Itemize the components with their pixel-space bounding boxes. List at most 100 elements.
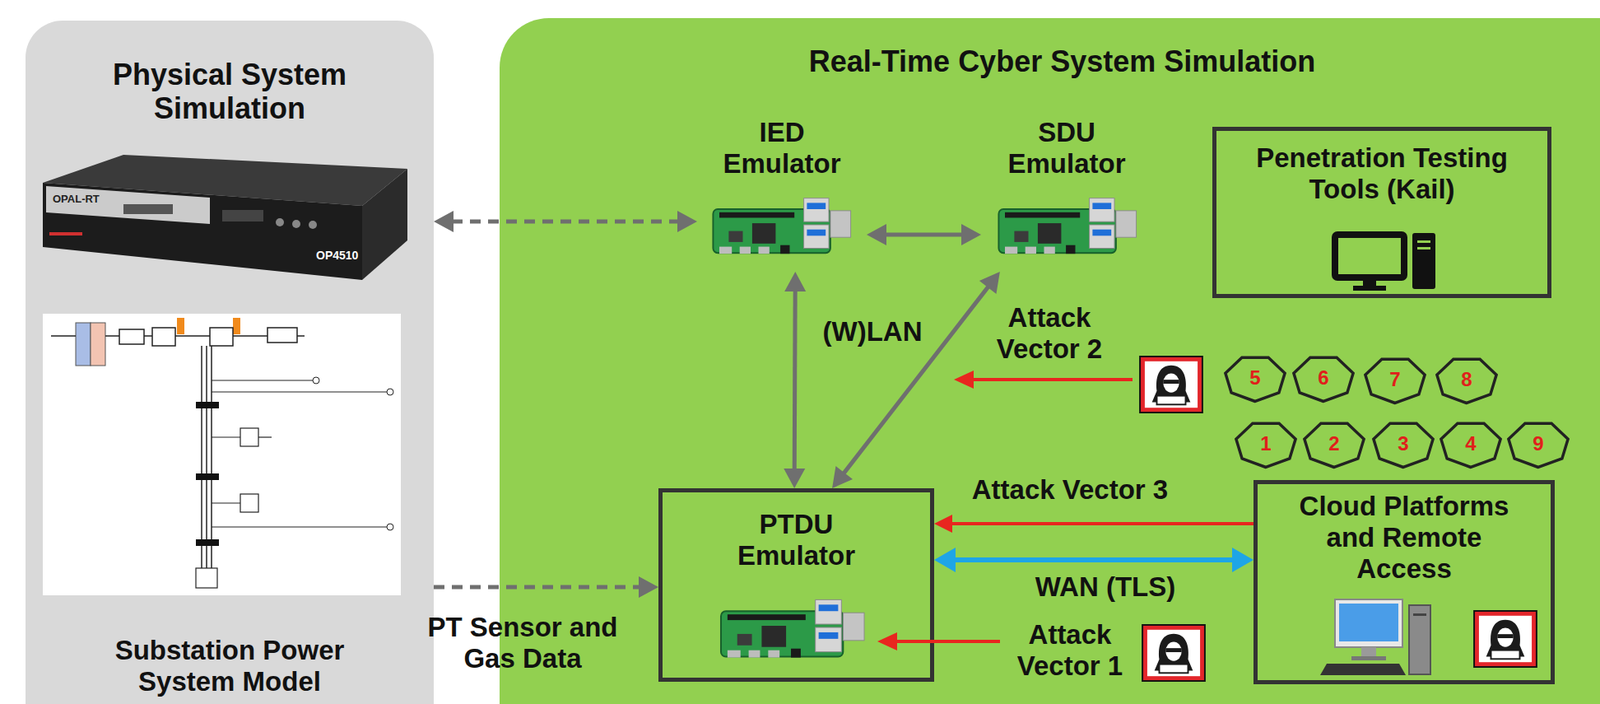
arrow-head bbox=[961, 223, 982, 246]
opal-rt-simulator-part bbox=[292, 219, 301, 228]
edge-label: Attack Vector 3 bbox=[946, 474, 1194, 506]
simulink-model-part bbox=[195, 401, 219, 409]
opal-rt-simulator-part bbox=[275, 218, 284, 227]
callout-number: 1 bbox=[1260, 433, 1271, 454]
callout-hexagon: 6 bbox=[1291, 352, 1356, 404]
edge-label: WAN (TLS) bbox=[1006, 571, 1205, 603]
simulink-model-part bbox=[211, 379, 313, 381]
connector-line bbox=[843, 285, 990, 474]
computer-icon bbox=[1320, 232, 1436, 675]
attack-arrow-part bbox=[895, 639, 1000, 643]
attack-arrow bbox=[877, 370, 1133, 651]
computer-icon-part bbox=[1351, 655, 1387, 661]
device-marking: OPAL-RT bbox=[52, 193, 144, 205]
opal-rt-simulator-part bbox=[222, 209, 264, 222]
computer-icon-part bbox=[1334, 599, 1403, 647]
computer-icon-part bbox=[1409, 604, 1431, 675]
raspberry-pi-part bbox=[998, 198, 1136, 254]
connector-line bbox=[950, 521, 1254, 526]
callout-hexagon: 3 bbox=[1371, 418, 1436, 470]
arrow-head bbox=[783, 468, 805, 489]
opal-rt-simulator bbox=[42, 154, 408, 280]
hacker-icon-part bbox=[1474, 610, 1537, 667]
attack-arrow-part bbox=[877, 632, 898, 651]
hexagon-outline bbox=[1373, 423, 1433, 467]
label-holder: Attack Vector 2 bbox=[983, 302, 1116, 365]
simulink-model-part bbox=[386, 388, 394, 396]
callout-number: 5 bbox=[1249, 367, 1261, 388]
process-box: Penetration Testing Tools (Kail) bbox=[1212, 126, 1552, 298]
simulink-model-part bbox=[312, 376, 320, 384]
callout-hexagon: 8 bbox=[1434, 353, 1499, 405]
hacker-icon-part bbox=[1142, 624, 1205, 681]
opal-rt-simulator-part bbox=[308, 220, 317, 229]
simulink-model-part bbox=[211, 525, 387, 527]
edge-label: PT Sensor and Gas Data bbox=[415, 611, 630, 675]
raspberry-pi-part bbox=[720, 599, 865, 657]
edge-label-holder: PT Sensor and Gas Data bbox=[415, 611, 630, 675]
attack-arrow-part bbox=[953, 370, 974, 389]
panel-title: Real-Time Cyber System Simulation bbox=[524, 44, 1600, 79]
callout-hexagon: 1 bbox=[1233, 418, 1298, 470]
simulink-model-part bbox=[90, 322, 106, 366]
simulink-model-part bbox=[211, 436, 241, 438]
hacker-icon-part bbox=[1139, 356, 1203, 413]
callout-number: 7 bbox=[1389, 369, 1400, 390]
computer-icon-part bbox=[1320, 663, 1406, 675]
simulink-model-part bbox=[258, 436, 272, 438]
simulink-model-part bbox=[240, 493, 259, 512]
opal-rt-simulator-part bbox=[362, 168, 408, 280]
connector bbox=[433, 576, 659, 598]
arrow-head bbox=[638, 576, 659, 598]
hexagon-outline bbox=[1508, 423, 1568, 467]
connector bbox=[433, 210, 698, 233]
simulink-model-part bbox=[176, 317, 185, 335]
hexagon-outline bbox=[1293, 357, 1354, 401]
connector-line bbox=[953, 557, 1234, 563]
callout-number: 9 bbox=[1532, 433, 1544, 454]
hexagon-outline bbox=[1437, 358, 1497, 403]
hacker-icon bbox=[1139, 356, 1537, 681]
hexagon-outline bbox=[1304, 423, 1364, 467]
simulink-model-part bbox=[195, 567, 218, 588]
simulink-model-part bbox=[211, 390, 387, 392]
computer-icon-part bbox=[1334, 234, 1405, 278]
panel-title: Substation Power System Model bbox=[73, 634, 387, 698]
simulink-model-part bbox=[209, 327, 233, 346]
computer-icon-part bbox=[1362, 279, 1377, 286]
device-marking: OP4510 bbox=[316, 249, 374, 262]
callout-number: 3 bbox=[1397, 433, 1409, 454]
simulink-model-part bbox=[232, 317, 241, 335]
attack-vector-label: Attack Vector 2 bbox=[983, 302, 1116, 365]
arrow-head bbox=[832, 465, 853, 489]
computer-icon-part bbox=[1361, 646, 1377, 657]
simulink-model-part bbox=[195, 539, 219, 546]
opal-rt-simulator-part bbox=[42, 182, 363, 280]
arrow-head bbox=[433, 210, 454, 233]
computer-icon-part bbox=[1413, 613, 1427, 616]
callout-number: 2 bbox=[1328, 433, 1340, 454]
attack-arrow-part bbox=[972, 377, 1133, 382]
callout-hexagon: 7 bbox=[1362, 353, 1428, 405]
simulink-model-part bbox=[75, 322, 91, 366]
hexagon-outline bbox=[1236, 423, 1296, 467]
connector-line bbox=[451, 219, 680, 224]
attack-vector-label: Attack Vector 1 bbox=[1004, 618, 1136, 682]
simulink-model-part bbox=[195, 473, 219, 480]
callout-number: 8 bbox=[1460, 369, 1472, 390]
hexagon-outline bbox=[1225, 357, 1285, 401]
arrow-head bbox=[784, 271, 806, 292]
computer-icon-part bbox=[1417, 246, 1431, 250]
connector bbox=[783, 271, 806, 489]
callout-number: 4 bbox=[1465, 433, 1476, 454]
connector-line bbox=[884, 232, 963, 237]
simulink-model-part bbox=[211, 502, 241, 503]
connector bbox=[832, 271, 1000, 489]
simulink-model-part bbox=[240, 427, 259, 447]
callout-number: 6 bbox=[1317, 367, 1329, 388]
node-label: PTDU Emulator bbox=[722, 508, 871, 572]
arrow-head bbox=[934, 547, 956, 573]
computer-icon-part bbox=[1417, 240, 1431, 243]
callout-hexagon: 5 bbox=[1223, 352, 1288, 404]
